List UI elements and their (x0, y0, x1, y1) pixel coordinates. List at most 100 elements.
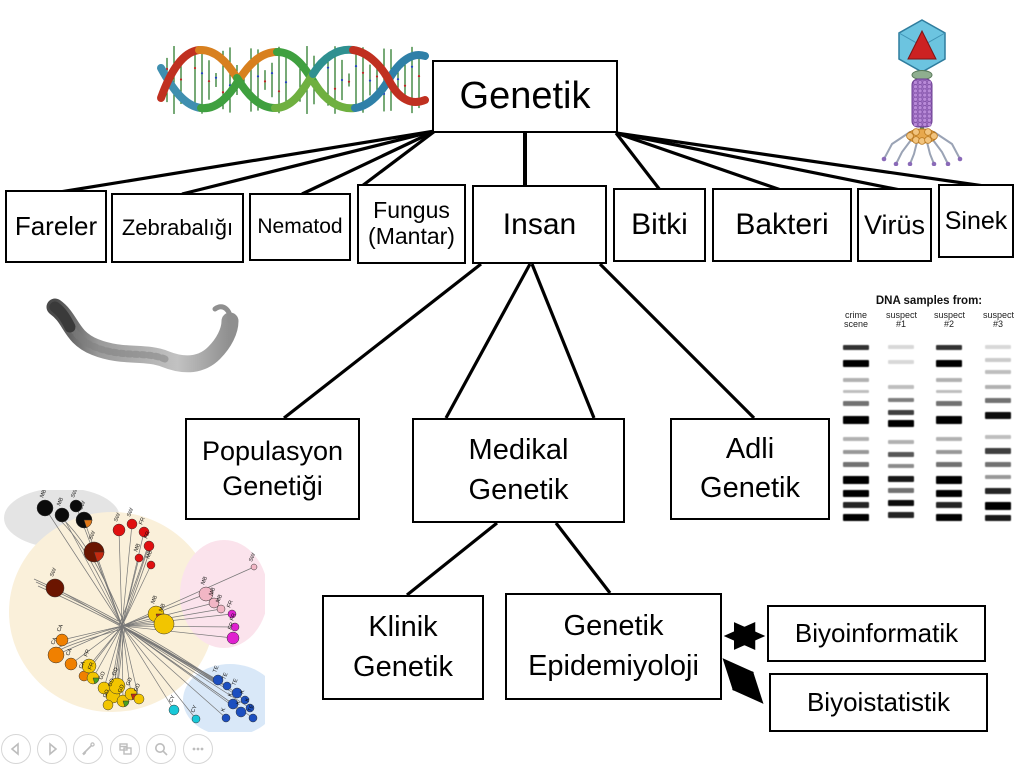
phylo-node-label: SW (126, 507, 135, 518)
phylo-node (245, 703, 255, 713)
node-fungus: Fungus (Mantar) (357, 184, 466, 264)
phylo-node (143, 540, 155, 552)
gel-band (936, 490, 962, 497)
phylo-node-label: SW (88, 530, 97, 541)
phylo-node-label: CA (78, 660, 87, 670)
phylo-node-label: GD (107, 678, 116, 688)
phylo-node (248, 713, 258, 723)
gel-band (843, 345, 869, 350)
phylo-node (81, 658, 97, 674)
phylo-node (198, 586, 214, 602)
node-nematod: Nematod (249, 193, 351, 261)
node-label: Fungus (373, 197, 450, 224)
previous-slide-button[interactable] (1, 734, 31, 764)
previous-arrow-icon (10, 742, 19, 756)
phylo-node-label: GD (111, 667, 120, 677)
gel-band (985, 502, 1011, 510)
phylo-node (168, 704, 180, 716)
node-label: Fareler (14, 210, 98, 241)
node-insan: Insan (472, 185, 607, 264)
node-label: Insan (502, 207, 577, 241)
next-slide-button[interactable] (37, 734, 67, 764)
more-options-button[interactable] (183, 734, 213, 764)
phylo-node-label: CY (168, 694, 177, 704)
gel-band (985, 462, 1011, 467)
phylo-node-label: TE (221, 672, 229, 681)
gel-band (985, 398, 1011, 403)
gel-band (936, 360, 962, 367)
gel-lane-label: suspect#3 (983, 310, 1015, 330)
gel-band (985, 385, 1011, 389)
phylo-node-label: GD (125, 677, 134, 687)
phylo-node (54, 507, 70, 523)
phylo-node-label: K (239, 689, 246, 695)
node-label-line2: Epidemiyoloji (528, 649, 699, 682)
phylo-node-label: CY (190, 704, 199, 714)
gel-band (985, 475, 1011, 479)
phylo-node-label: FR (83, 649, 91, 658)
gel-band (888, 476, 914, 482)
gel-band (843, 462, 869, 467)
gel-title: DNA samples from: (875, 295, 983, 307)
phylo-node (102, 699, 114, 711)
phylo-node (108, 677, 126, 695)
phylo-node (134, 553, 144, 563)
gel-lane: suspect#3 (983, 310, 1015, 521)
gel-band (936, 416, 962, 424)
node-label: Medikal (468, 434, 569, 467)
gel-band (936, 476, 962, 484)
node-label: Bakteri (735, 208, 829, 242)
phylo-node-label: FR (227, 622, 235, 631)
phylo-node (138, 526, 150, 538)
node-medikal-genetik: Medikal Genetik (412, 418, 625, 523)
node-adli-genetik: Adli Genetik (670, 418, 830, 520)
gel-band (936, 502, 962, 508)
phylo-node-label: SW (78, 500, 87, 511)
gel-band (888, 512, 914, 518)
phylo-node-label: MB (215, 594, 224, 604)
see-all-slides-button[interactable] (110, 734, 140, 764)
phylo-node (212, 674, 224, 686)
phylo-node-label: TE (231, 678, 239, 687)
node-sinek: Sinek (938, 184, 1014, 258)
phylo-node-label: FR (87, 662, 95, 671)
node-label: Genetik (459, 75, 591, 118)
node-label: Adli (725, 432, 775, 465)
node-label: Sinek (944, 207, 1008, 235)
zoom-slide-button[interactable] (146, 734, 176, 764)
gel-band (985, 370, 1011, 374)
node-biyoistatistik: Biyoistatistik (769, 673, 988, 732)
phylo-node-label: MB (145, 550, 154, 560)
node-label: Genetik (563, 610, 664, 643)
phylo-node (250, 563, 258, 571)
gel-band (888, 360, 914, 364)
phylo-node-label: TE (247, 704, 255, 713)
node-zebrabaligi: Zebrabalığı (111, 193, 244, 263)
phylo-node (45, 578, 65, 598)
phylo-node-label: K (235, 700, 242, 706)
phylo-node-label: GD (98, 671, 107, 681)
phylo-node (227, 609, 237, 619)
node-biyoinformatik: Biyoinformatik (767, 605, 986, 662)
pen-tools-button[interactable] (73, 734, 103, 764)
gel-band (985, 412, 1011, 419)
gel-band (888, 420, 914, 427)
node-label: Biyoinformatik (794, 617, 959, 648)
phylo-node-label: SW (49, 567, 58, 578)
gel-band (985, 515, 1011, 521)
gel-lane: suspect#1 (886, 310, 917, 518)
gel-band (843, 401, 869, 406)
dna-helix-illustration (157, 45, 429, 114)
node-label-line2: (Mantar) (368, 223, 455, 249)
phylo-node-label: SW (70, 490, 79, 499)
gel-band (888, 345, 914, 349)
gel-band (936, 450, 962, 454)
gel-band (888, 385, 914, 389)
phylo-node (153, 613, 175, 635)
node-virus: Virüs (857, 188, 932, 262)
